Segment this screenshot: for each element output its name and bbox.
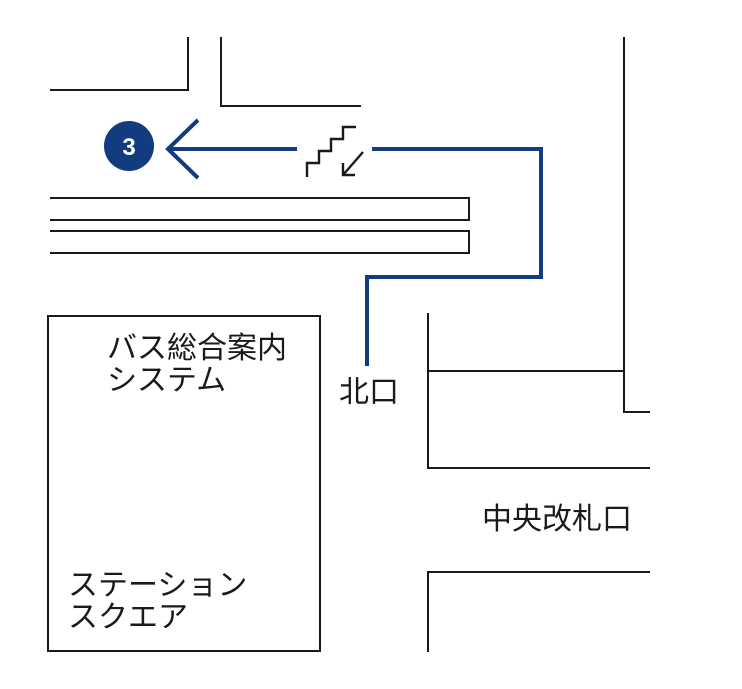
route-line xyxy=(365,147,543,366)
outline-track-lower xyxy=(50,230,470,254)
outline-corridor-upper xyxy=(427,313,650,469)
north-exit-label: 北口 xyxy=(339,375,399,410)
route-path xyxy=(165,118,543,366)
exit-badge-circle xyxy=(104,121,154,171)
stairs-down-icon xyxy=(305,125,364,177)
outline-right-wall xyxy=(623,37,650,413)
outline-upper-left-block xyxy=(50,37,189,91)
bus-info-building xyxy=(47,315,321,652)
outline-track-upper xyxy=(50,197,470,221)
station-square-label: ステーション スクエア xyxy=(68,568,248,635)
bus-info-label: バス総合案内 システム xyxy=(107,331,287,398)
map-outlines xyxy=(47,37,650,652)
central-gate-label: 中央改札口 xyxy=(482,502,632,537)
route-arrow-head-icon xyxy=(165,118,200,180)
exit-number: 3 xyxy=(122,134,135,161)
outline-corridor-lower xyxy=(427,571,650,652)
exit-3-badge[interactable]: 3 xyxy=(104,121,154,171)
outline-upper-center-block xyxy=(220,37,361,107)
